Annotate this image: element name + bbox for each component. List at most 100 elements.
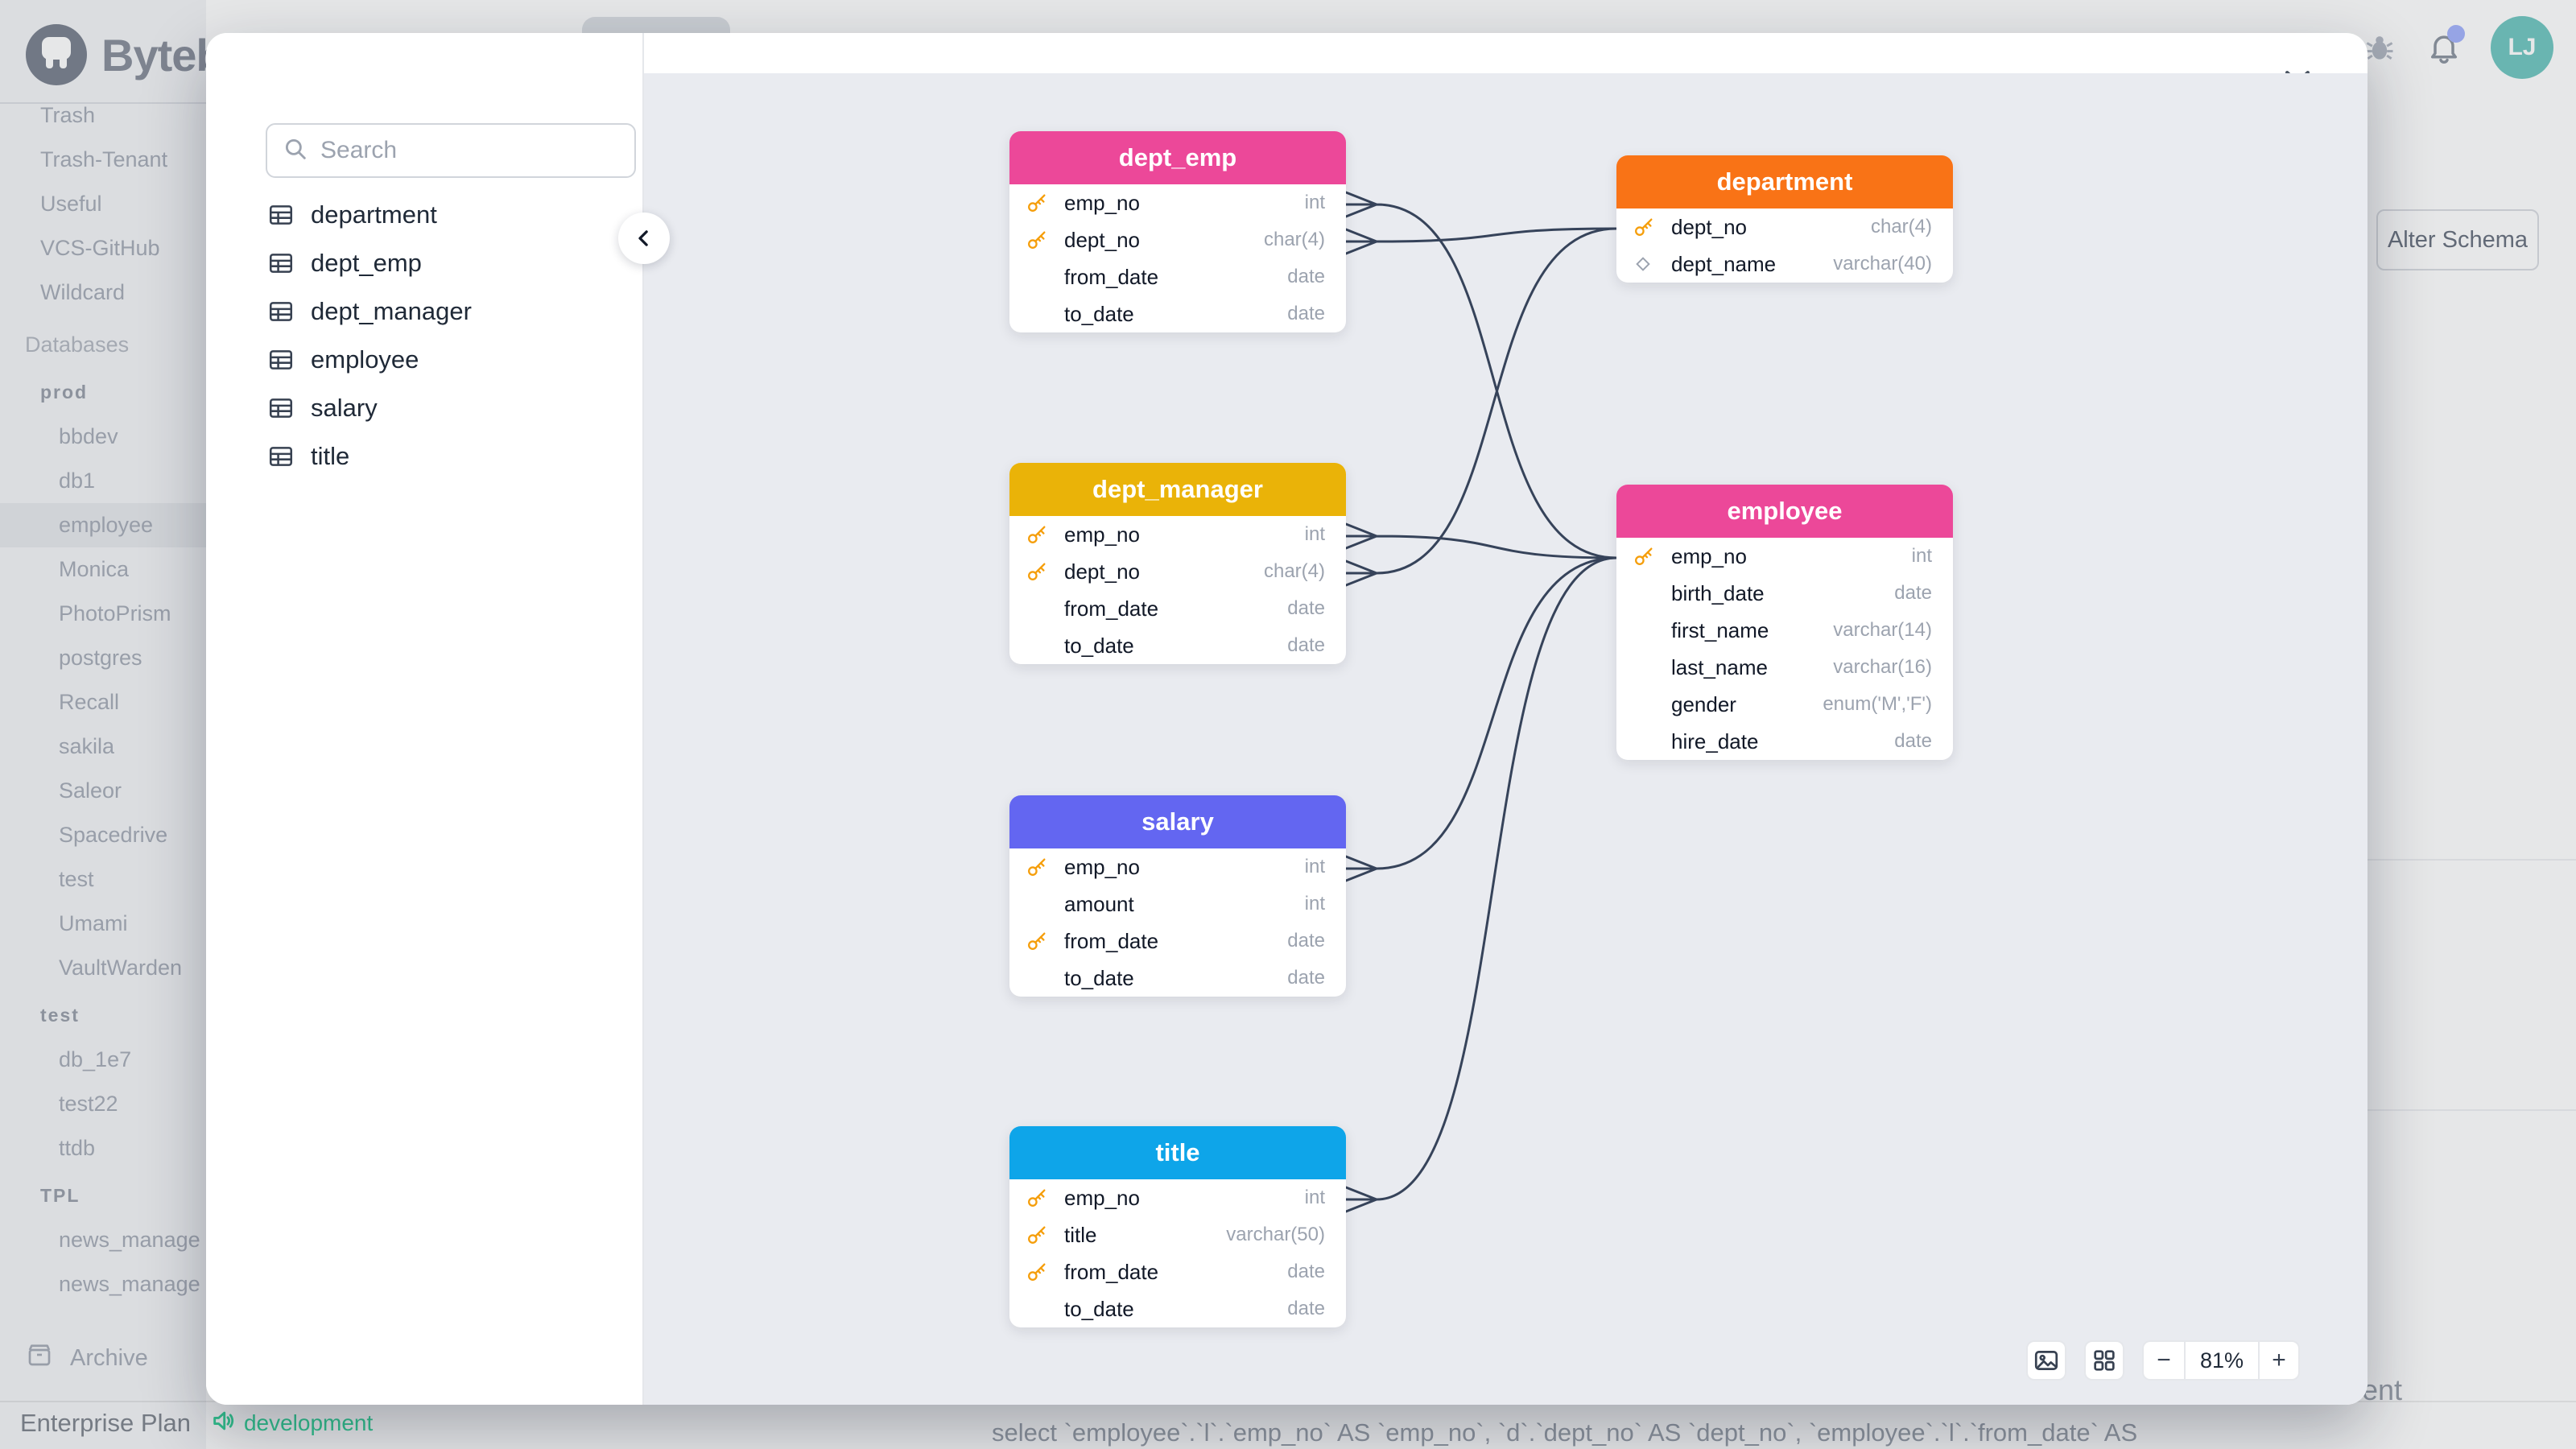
field-type: int [1304, 192, 1325, 213]
field-name: to_date [1064, 301, 1134, 326]
plan-label: Enterprise Plan [20, 1408, 191, 1437]
zoom-in-button[interactable]: + [2258, 1342, 2298, 1379]
collapse-panel-button[interactable] [618, 213, 670, 264]
export-image-button[interactable] [2026, 1340, 2066, 1381]
sidebar-item-useful[interactable]: Useful [40, 192, 102, 216]
auto-layout-button[interactable] [2084, 1340, 2124, 1381]
sidebar-item-test22[interactable]: test22 [59, 1092, 118, 1116]
sidebar-item-news-manage[interactable]: news_manage [59, 1228, 200, 1252]
sidebar-item-bbdev[interactable]: bbdev [59, 424, 118, 448]
primary-key-icon [1028, 1226, 1046, 1244]
zoom-level: 81% [2199, 1348, 2244, 1373]
sidebar-item-wildcard[interactable]: Wildcard [40, 280, 126, 304]
sidebar-item-spacedrive[interactable]: Spacedrive [59, 823, 168, 847]
plan-footer: Enterprise Plan development [20, 1407, 373, 1439]
sql-statement-text: select `employee`.`l`.`emp_no` AS `emp_n… [992, 1418, 2138, 1447]
schema-table-item-employee[interactable]: employee [206, 336, 644, 384]
schema-table-item-salary[interactable]: salary [206, 384, 644, 432]
sidebar-item-tpl[interactable]: TPL [40, 1185, 80, 1206]
notifications-bell-icon[interactable] [2426, 25, 2465, 65]
primary-key-icon [1635, 547, 1653, 565]
primary-key-icon [1028, 1263, 1046, 1281]
table-card-title: salary [1009, 795, 1346, 848]
field-type: int [1911, 545, 1932, 567]
sidebar-item-vaultwarden[interactable]: VaultWarden [59, 956, 183, 980]
schema-table-label: dept_emp [311, 249, 422, 277]
bytebase-logo-icon [24, 23, 89, 87]
connection-dept-manager-department [1344, 227, 1618, 587]
schema-table-item-dept-emp[interactable]: dept_emp [206, 239, 644, 287]
search-icon [282, 135, 309, 167]
search-input[interactable] [320, 137, 631, 164]
schema-table-item-department[interactable]: department [206, 191, 644, 239]
sidebar-item-archive[interactable]: Archive [0, 1335, 206, 1381]
table-card-title: dept_emp [1009, 131, 1346, 184]
sidebar-item-monica[interactable]: Monica [59, 557, 130, 581]
primary-key-icon [1028, 1189, 1046, 1207]
field-type: varchar(50) [1226, 1224, 1325, 1245]
field-name: emp_no [1064, 1185, 1140, 1210]
alter-schema-label: Alter Schema [2387, 226, 2529, 253]
sidebar-item-saleor[interactable]: Saleor [59, 778, 122, 803]
sidebar-item-db-1e7[interactable]: db_1e7 [59, 1047, 132, 1071]
sidebar-item-postgres[interactable]: postgres [59, 646, 142, 670]
field-name: amount [1064, 891, 1134, 916]
field-name: from_date [1064, 264, 1159, 289]
sidebar-item-trash[interactable]: Trash [40, 103, 96, 127]
table-card-title: employee [1616, 485, 1953, 538]
sidebar-item-db1[interactable]: db1 [59, 469, 96, 493]
sidebar-item-prod[interactable]: prod [40, 382, 89, 402]
table-card-title: dept_manager [1009, 463, 1346, 516]
field-name: last_name [1671, 654, 1768, 679]
sidebar-item-photoprism[interactable]: PhotoPrism [59, 601, 171, 625]
sidebar-item-trash-tenant[interactable]: Trash-Tenant [40, 147, 168, 171]
field-name: gender [1671, 691, 1736, 716]
avatar[interactable]: LJ [2491, 16, 2553, 79]
primary-key-icon [1028, 932, 1046, 950]
sidebar-item-ttdb[interactable]: ttdb [59, 1136, 96, 1160]
environment-badge[interactable]: development [210, 1407, 373, 1439]
sidebar-item-recall[interactable]: Recall [59, 690, 120, 714]
bug-report-icon[interactable] [2362, 30, 2397, 65]
sidebar-item-news-manage[interactable]: news_manage [59, 1272, 200, 1296]
schema-table-item-dept-manager[interactable]: dept_manager [206, 287, 644, 336]
environment-label: development [243, 1410, 374, 1435]
field-type: char(4) [1263, 229, 1325, 250]
background-text-fragment: ent [2362, 1373, 2403, 1406]
speaker-icon [210, 1407, 237, 1439]
sidebar-item-test[interactable]: test [40, 1005, 80, 1026]
field-type: enum('M','F') [1823, 693, 1932, 715]
sidebar-item-employee[interactable]: employee [0, 503, 206, 547]
field-name: to_date [1064, 965, 1134, 990]
schema-table-item-title[interactable]: title [206, 432, 644, 481]
sidebar-item-umami[interactable]: Umami [59, 911, 128, 935]
alter-schema-button[interactable]: Alter Schema [2376, 209, 2539, 270]
sidebar-item-test[interactable]: test [59, 867, 94, 891]
primary-key-icon [1028, 231, 1046, 249]
sidebar-item-vcs-github[interactable]: VCS-GitHub [40, 236, 160, 260]
sidebar-item-sakila[interactable]: sakila [59, 734, 115, 758]
zoom-out-button[interactable]: − [2144, 1342, 2186, 1379]
field-type: date [1287, 634, 1325, 656]
background-row-divider [2368, 1109, 2576, 1111]
field-name: dept_no [1064, 559, 1140, 584]
